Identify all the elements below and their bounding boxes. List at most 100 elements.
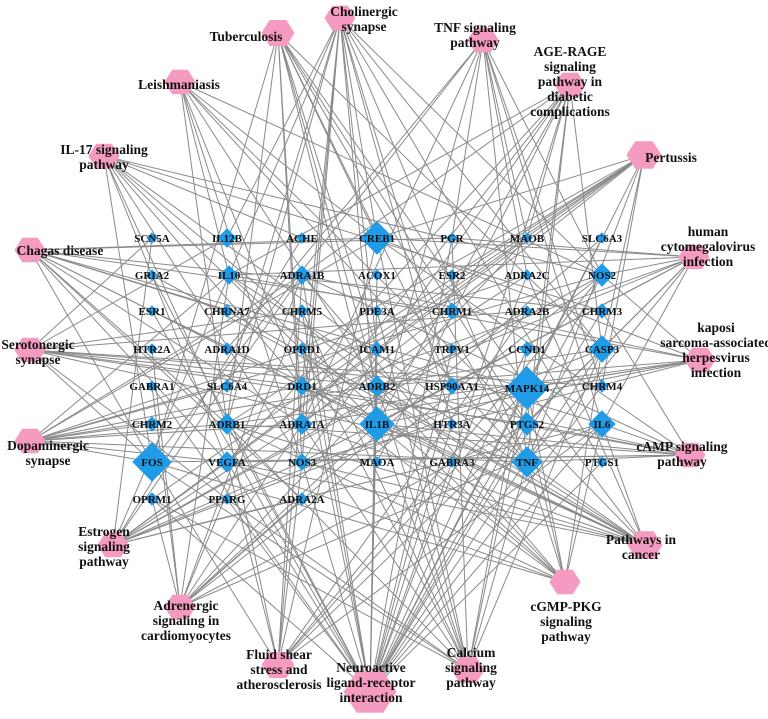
pathway-label-line: pathway bbox=[79, 554, 129, 569]
target-node-chrm2 bbox=[144, 416, 160, 432]
edge-camp-il1b bbox=[376, 423, 691, 456]
edge-il17-il1b bbox=[103, 155, 378, 425]
edge-estrogen-adra1b bbox=[112, 274, 303, 546]
edge-cgmp-il6 bbox=[564, 423, 603, 583]
pathway-label-line: pathway bbox=[446, 675, 496, 690]
target-label-adra2c: ADRA2C bbox=[504, 270, 549, 282]
edge-age-rage-vegfa bbox=[226, 84, 571, 463]
edge-camp-tnf bbox=[526, 454, 691, 463]
target-label-ccnd1: CCND1 bbox=[508, 344, 545, 356]
pathway-label-line: signaling in bbox=[153, 613, 220, 628]
pathway-label-line: infection bbox=[691, 365, 742, 380]
edge-dopaminergic-vegfa bbox=[29, 440, 228, 463]
target-node-creb1 bbox=[360, 221, 394, 255]
target-node-hsp90aa1 bbox=[443, 377, 461, 395]
edge-calcium-mapk14 bbox=[467, 387, 528, 671]
target-label-scn5a: SCN5A bbox=[134, 233, 170, 245]
edge-calcium-adra1a bbox=[301, 423, 469, 671]
edge-camp-il6 bbox=[601, 423, 691, 456]
target-label-fos: FOS bbox=[141, 457, 162, 469]
edge-estrogen-adra2b bbox=[112, 310, 528, 546]
target-label-chrm5: CHRM5 bbox=[282, 306, 323, 318]
pathway-label-line: Fluid shear bbox=[246, 647, 312, 662]
edge-age-rage-gabra3 bbox=[451, 84, 571, 463]
pathway-label-line: Calcium bbox=[447, 645, 497, 660]
edge-age-rage-ptgs2 bbox=[526, 84, 571, 425]
pathway-label-line: Neuroactive bbox=[336, 660, 405, 675]
pathway-label-line: cGMP-PKG bbox=[530, 599, 602, 614]
target-node-chrm1 bbox=[443, 302, 461, 320]
pathway-node-camp bbox=[674, 442, 706, 468]
edge-leishmaniasis-adrb2 bbox=[179, 81, 378, 387]
edge-estrogen-adra2a bbox=[112, 498, 303, 546]
target-node-esr1 bbox=[146, 305, 158, 317]
edge-il17-nos3 bbox=[103, 155, 303, 463]
pathway-label-line: IL-17 signaling bbox=[60, 142, 148, 157]
edge-cancer-ptgs2 bbox=[526, 423, 646, 546]
target-label-adra2b: ADRA2B bbox=[505, 306, 550, 318]
edge-neuroactive-pparg bbox=[226, 498, 371, 693]
target-label-pgr: PGR bbox=[440, 233, 464, 245]
edge-adrenergic-ptgs2 bbox=[179, 423, 528, 608]
edge-adrenergic-il1b bbox=[179, 423, 378, 608]
pathway-label-line: synapse bbox=[15, 352, 60, 367]
edge-serotonergic-tnf bbox=[29, 349, 528, 463]
pathway-label-line: pathway bbox=[541, 629, 591, 644]
pathway-label-line: cAMP signaling bbox=[636, 439, 727, 454]
edge-camp-creb1 bbox=[376, 237, 691, 456]
edge-estrogen-scn5a bbox=[112, 237, 153, 546]
edge-serotonergic-il12b bbox=[29, 237, 228, 351]
pathway-label-tuberculosis: Tuberculosis bbox=[210, 29, 283, 44]
target-label-chrna7: CHRNA7 bbox=[204, 306, 250, 318]
target-node-nos2 bbox=[590, 263, 614, 287]
target-label-hsp90aa1: HSP90AA1 bbox=[425, 381, 479, 393]
pathway-node-neuroactive bbox=[343, 671, 397, 713]
edge-fluid-shear-adra2b bbox=[277, 310, 528, 666]
target-label-drd1: DRD1 bbox=[287, 381, 316, 393]
edge-pertussis-esr2 bbox=[451, 154, 645, 276]
node-layer bbox=[14, 5, 716, 713]
target-label-oprm1: OPRM1 bbox=[132, 494, 171, 506]
target-node-oprm1 bbox=[145, 492, 159, 506]
edge-pertussis-adra1a bbox=[301, 154, 645, 425]
pathway-label-line: pathway bbox=[79, 157, 129, 172]
edge-cholinergic-il10 bbox=[228, 17, 341, 276]
target-label-ptgs1: PTGS1 bbox=[585, 457, 619, 469]
pathway-node-dopaminergic bbox=[14, 428, 46, 454]
edge-il17-nos2 bbox=[103, 155, 603, 276]
edge-leishmaniasis-creb1 bbox=[179, 81, 378, 239]
pathway-label-line: TNF signaling bbox=[434, 20, 516, 35]
pathway-node-leishmaniasis bbox=[164, 69, 196, 95]
edge-fluid-shear-mapk14 bbox=[277, 387, 528, 666]
edge-serotonergic-adra2b bbox=[29, 310, 528, 351]
edge-cholinergic-htr3a bbox=[339, 17, 453, 425]
pathway-label-pertussis: Pertussis bbox=[645, 150, 697, 165]
edge-il17-fos bbox=[103, 155, 153, 463]
edge-neuroactive-casp3 bbox=[369, 348, 603, 693]
target-node-il1b bbox=[359, 406, 395, 442]
edge-kaposi-nos3 bbox=[301, 359, 701, 463]
pathway-label-line: signaling bbox=[445, 660, 497, 675]
target-node-slc6a3 bbox=[596, 232, 608, 244]
edge-leishmaniasis-tnf bbox=[179, 81, 528, 463]
edge-neuroactive-adra1b bbox=[301, 274, 371, 693]
edge-cancer-il6 bbox=[601, 423, 646, 546]
target-node-ptgs2 bbox=[515, 412, 539, 436]
edge-cancer-tnf bbox=[526, 461, 646, 546]
edge-serotonergic-chrm5 bbox=[29, 310, 303, 351]
target-node-acox1 bbox=[371, 269, 383, 281]
edge-neuroactive-nos3 bbox=[301, 461, 371, 693]
target-node-nos3 bbox=[293, 453, 311, 471]
pathway-node-estrogen bbox=[97, 532, 129, 558]
pathway-node-serotonergic bbox=[14, 337, 46, 363]
target-label-slc6a3: SLC6A3 bbox=[582, 233, 623, 245]
target-label-gria2: GRIA2 bbox=[135, 270, 170, 282]
edge-neuroactive-mapk14 bbox=[369, 387, 528, 693]
edge-adrenergic-il10 bbox=[179, 274, 230, 608]
edge-cancer-esr1 bbox=[151, 310, 646, 546]
edge-neuroactive-chrm4 bbox=[369, 385, 603, 693]
